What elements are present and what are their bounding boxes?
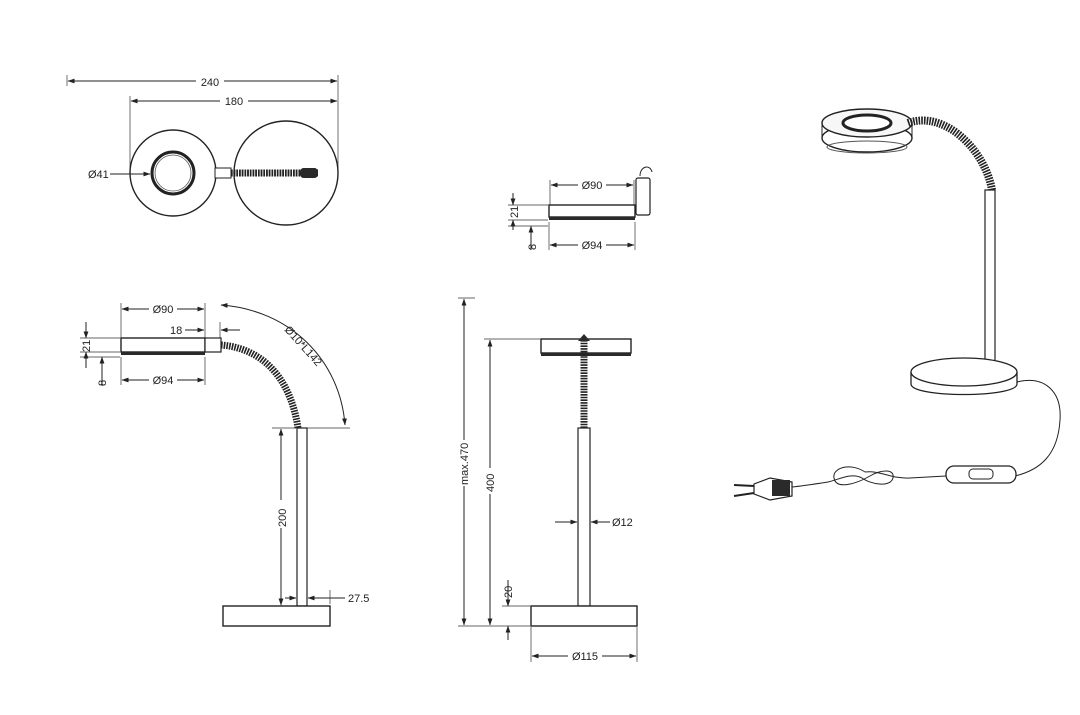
top-view: 240 180 Ø41 (66, 74, 339, 226)
dim-side-27-5: 27.5 (348, 593, 369, 605)
dim-small-90: Ø90 (582, 180, 603, 192)
dim-240: 240 (201, 77, 219, 89)
dim-front-max-470: max.470 (459, 443, 471, 485)
dim-side-94: Ø94 (153, 375, 174, 387)
dim-front-115: Ø115 (572, 651, 598, 663)
dim-side-8: 8 (97, 380, 109, 386)
dim-front-400: 400 (485, 474, 497, 492)
perspective-view (733, 108, 1061, 501)
shade-side-view: Ø90 21 8 Ø94 (508, 166, 653, 252)
dim-side-21: 21 (81, 340, 93, 352)
dim-41: Ø41 (88, 169, 109, 181)
dim-front-12: Ø12 (612, 517, 633, 529)
dim-small-8: 8 (527, 244, 539, 250)
dim-side-18: 18 (170, 325, 182, 337)
dim-front-20: 20 (503, 586, 515, 598)
dim-side-90: Ø90 (153, 304, 174, 316)
side-view: Ø90 18 21 8 Ø94 Ø10*L142 (80, 302, 369, 627)
dim-small-21: 21 (509, 206, 521, 218)
dim-gooseneck: Ø10*L142 (282, 324, 324, 369)
dim-side-200: 200 (277, 509, 289, 527)
shade-top-outline (129, 129, 217, 217)
dim-small-94: Ø94 (582, 240, 603, 252)
front-view: max.470 400 20 Ø12 Ø115 (457, 297, 638, 663)
dim-180: 180 (225, 96, 243, 108)
